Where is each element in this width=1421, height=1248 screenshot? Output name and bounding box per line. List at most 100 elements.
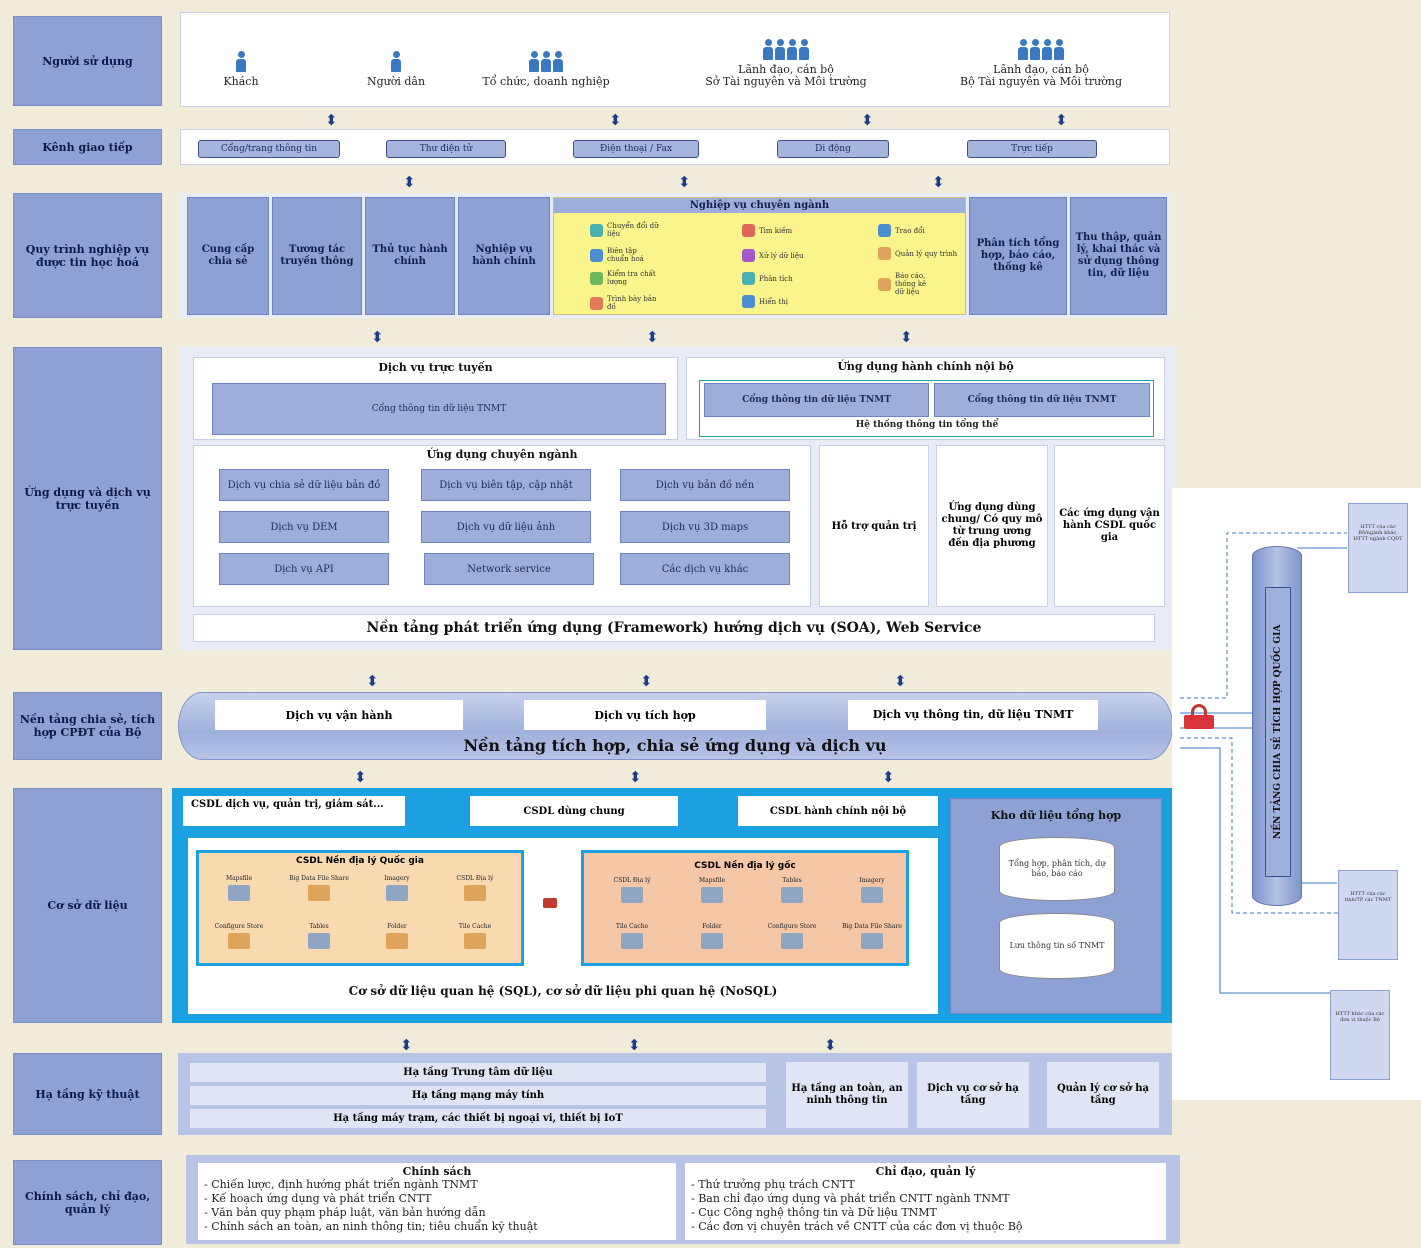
arrow-updown: ⬍ — [824, 1036, 837, 1054]
arrow-updown: ⬍ — [628, 1036, 641, 1054]
internal-apps-title: Ứng dụng hành chính nội bộ — [837, 360, 1014, 373]
online-services-panel: Dịch vụ trực tuyến Cổng thông tin dữ liệ… — [193, 357, 678, 440]
arrow-updown: ⬍ — [629, 768, 642, 786]
user-organization: Tổ chức, doanh nghiệp — [471, 51, 621, 88]
row-label-infra: Hạ tầng kỹ thuật — [13, 1053, 162, 1135]
tile-cache-icon — [464, 933, 486, 949]
framework-bar: Nền tảng phát triển ứng dụng (Framework)… — [193, 614, 1155, 642]
policy-left: Chính sách - Chiến lược, định hướng phát… — [198, 1163, 676, 1240]
user-label-org: Bộ Tài nguyên và Môi trường — [960, 75, 1122, 88]
row-label-apps: Ứng dụng và dịch vụ trực tuyến — [13, 347, 162, 650]
arrow-updown: ⬍ — [900, 328, 913, 346]
policy-item: - Thứ trưởng phụ trách CNTT — [691, 1178, 855, 1191]
nv-item: Báo cáo, thống kê dữ liệu — [878, 272, 928, 296]
arrow-updown: ⬍ — [882, 768, 895, 786]
arrow-updown: ⬍ — [354, 768, 367, 786]
arrow-updown: ⬍ — [932, 173, 945, 191]
process-provide-share: Cung cấp chia sẻ — [187, 197, 269, 315]
arrow-updown: ⬍ — [678, 173, 691, 191]
data-warehouse-title: Kho dữ liệu tổng hợp — [990, 809, 1122, 822]
platform-title: Nền tảng tích hợp, chia sẻ ứng dụng và d… — [463, 736, 887, 755]
channel-mobile: Di động — [777, 140, 889, 158]
imagery-icon — [386, 885, 408, 901]
workflow-icon — [878, 247, 891, 260]
db-item: Folder — [682, 923, 742, 949]
internal-system-label: Hệ thống thông tin tổng thể — [855, 420, 999, 430]
imagery-icon — [861, 887, 883, 903]
user-ministry-staff: Lãnh đạo, cán bộ Bộ Tài nguyên và Môi tr… — [921, 39, 1161, 88]
db-item: Configure Store — [762, 923, 822, 949]
shared-apps-box: Ứng dụng dùng chung/ Có quy mô từ trung … — [936, 445, 1048, 607]
db-shared: CSDL dùng chung — [470, 796, 678, 826]
service-base-map: Dịch vụ bản đồ nền — [620, 469, 790, 501]
service-edit-update: Dịch vụ biên tập, cập nhật — [421, 469, 591, 501]
nv-item: Chuyển đổi dữ liệu — [590, 222, 660, 238]
row-label-platform: Nền tảng chia sẻ, tích hợp CPĐT của Bộ — [13, 692, 162, 760]
arrow-updown: ⬍ — [646, 328, 659, 346]
bigdata-icon — [308, 885, 330, 901]
sync-icon — [538, 898, 562, 912]
user-guest: Khách — [201, 51, 281, 88]
warehouse-digital-storage: Lưu thông tin số TNMT — [999, 913, 1115, 979]
user-label: Tổ chức, doanh nghiệp — [482, 75, 610, 88]
db-item: Imagery — [842, 877, 902, 903]
single-person-icon — [236, 51, 246, 73]
policy-left-title: Chính sách — [402, 1165, 472, 1178]
internal-portal-box-1: Cổng thông tin dữ liệu TNMT — [704, 383, 929, 417]
arrow-updown: ⬍ — [325, 111, 338, 129]
arrow-updown: ⬍ — [1055, 111, 1068, 129]
policy-item: - Kế hoạch ứng dụng và phát triển CNTT — [204, 1192, 432, 1205]
national-db-apps-box: Các ứng dụng vận hành CSDL quốc gia — [1054, 445, 1165, 607]
arrow-updown: ⬍ — [403, 173, 416, 191]
service-api: Dịch vụ API — [219, 553, 389, 585]
channel-phone-fax: Điện thoại / Fax — [573, 140, 699, 158]
mapsfile-icon — [701, 887, 723, 903]
infra-management: Quản lý cơ sở hạ tầng — [1047, 1062, 1159, 1128]
arrow-updown: ⬍ — [609, 111, 622, 129]
folder-icon — [701, 933, 723, 949]
infra-workstation: Hạ tầng máy trạm, các thiết bị ngoại vi,… — [190, 1109, 766, 1128]
nv-item: Tìm kiếm — [742, 224, 822, 237]
single-person-icon — [391, 51, 401, 73]
db-item: Mapsfile — [209, 875, 269, 901]
channel-portal: Cổng/trang thông tin — [198, 140, 340, 158]
platform-service-integration: Dịch vụ tích hợp — [524, 700, 766, 730]
db-internal-admin: CSDL hành chính nội bộ — [738, 796, 938, 826]
user-label: Lãnh đạo, cán bộ — [738, 63, 834, 76]
db-item: Big Data File Share — [289, 875, 349, 901]
external-unit-systems: HTTT khác của các đơn vị thuộc Bộ — [1330, 990, 1390, 1080]
db-origin-geo: CSDL Nền địa lý gốc CSDL Địa lý Mapsfile… — [581, 850, 909, 966]
configure-store-icon — [781, 933, 803, 949]
service-3d-maps: Dịch vụ 3D maps — [620, 511, 790, 543]
external-provincial-systems: HTTT của các tỉnh/TP các TNMT — [1338, 870, 1398, 960]
convert-icon — [590, 223, 603, 237]
search-icon — [742, 224, 755, 237]
policy-right: Chỉ đạo, quản lý - Thứ trưởng phụ trách … — [685, 1163, 1166, 1240]
arrow-updown: ⬍ — [640, 672, 653, 690]
infra-network: Hạ tầng mạng máy tính — [190, 1086, 766, 1105]
policy-item: - Văn bản quy phạm pháp luật, văn bản hư… — [204, 1206, 486, 1219]
db-national-geo: CSDL Nền địa lý Quốc gia Mapsfile Big Da… — [196, 850, 524, 966]
db-item: Imagery — [367, 875, 427, 901]
db-sql-nosql: Cơ sở dữ liệu quan hệ (SQL), cơ sở dữ li… — [348, 984, 778, 998]
service-dem: Dịch vụ DEM — [219, 511, 389, 543]
db-item: Big Data File Share — [842, 923, 902, 949]
infra-datacenter: Hạ tầng Trung tâm dữ liệu — [190, 1063, 766, 1082]
national-connections — [1180, 532, 1347, 994]
report-icon — [878, 277, 891, 291]
row-label-database: Cơ sở dữ liệu — [13, 788, 162, 1023]
db-national-geo-title: CSDL Nền địa lý Quốc gia — [296, 856, 424, 866]
arrow-updown: ⬍ — [371, 328, 384, 346]
policy-item: - Cục Công nghệ thông tin và Dữ liệu TNM… — [691, 1206, 937, 1219]
nv-item: Quản lý quy trình — [878, 247, 958, 260]
arrow-updown: ⬍ — [400, 1036, 413, 1054]
arrow-updown: ⬍ — [894, 672, 907, 690]
row-label-process: Quy trình nghiệp vụ được tin học hoá — [13, 193, 162, 318]
online-portal-box: Cổng thông tin dữ liệu TNMT — [212, 383, 666, 435]
service-network: Network service — [424, 553, 594, 585]
process-interaction-media: Tương tác truyền thông — [272, 197, 362, 315]
service-map-share: Dịch vụ chia sẻ dữ liệu bản đồ — [219, 469, 389, 501]
process-data-management: Thu thập, quản lý, khai thác và sử dụng … — [1070, 197, 1167, 315]
users-panel: Khách Người dân Tổ chức, doanh nghiệp Lã… — [180, 12, 1170, 107]
data-warehouse: Kho dữ liệu tổng hợp Tổng hợp, phân tích… — [950, 798, 1162, 1014]
